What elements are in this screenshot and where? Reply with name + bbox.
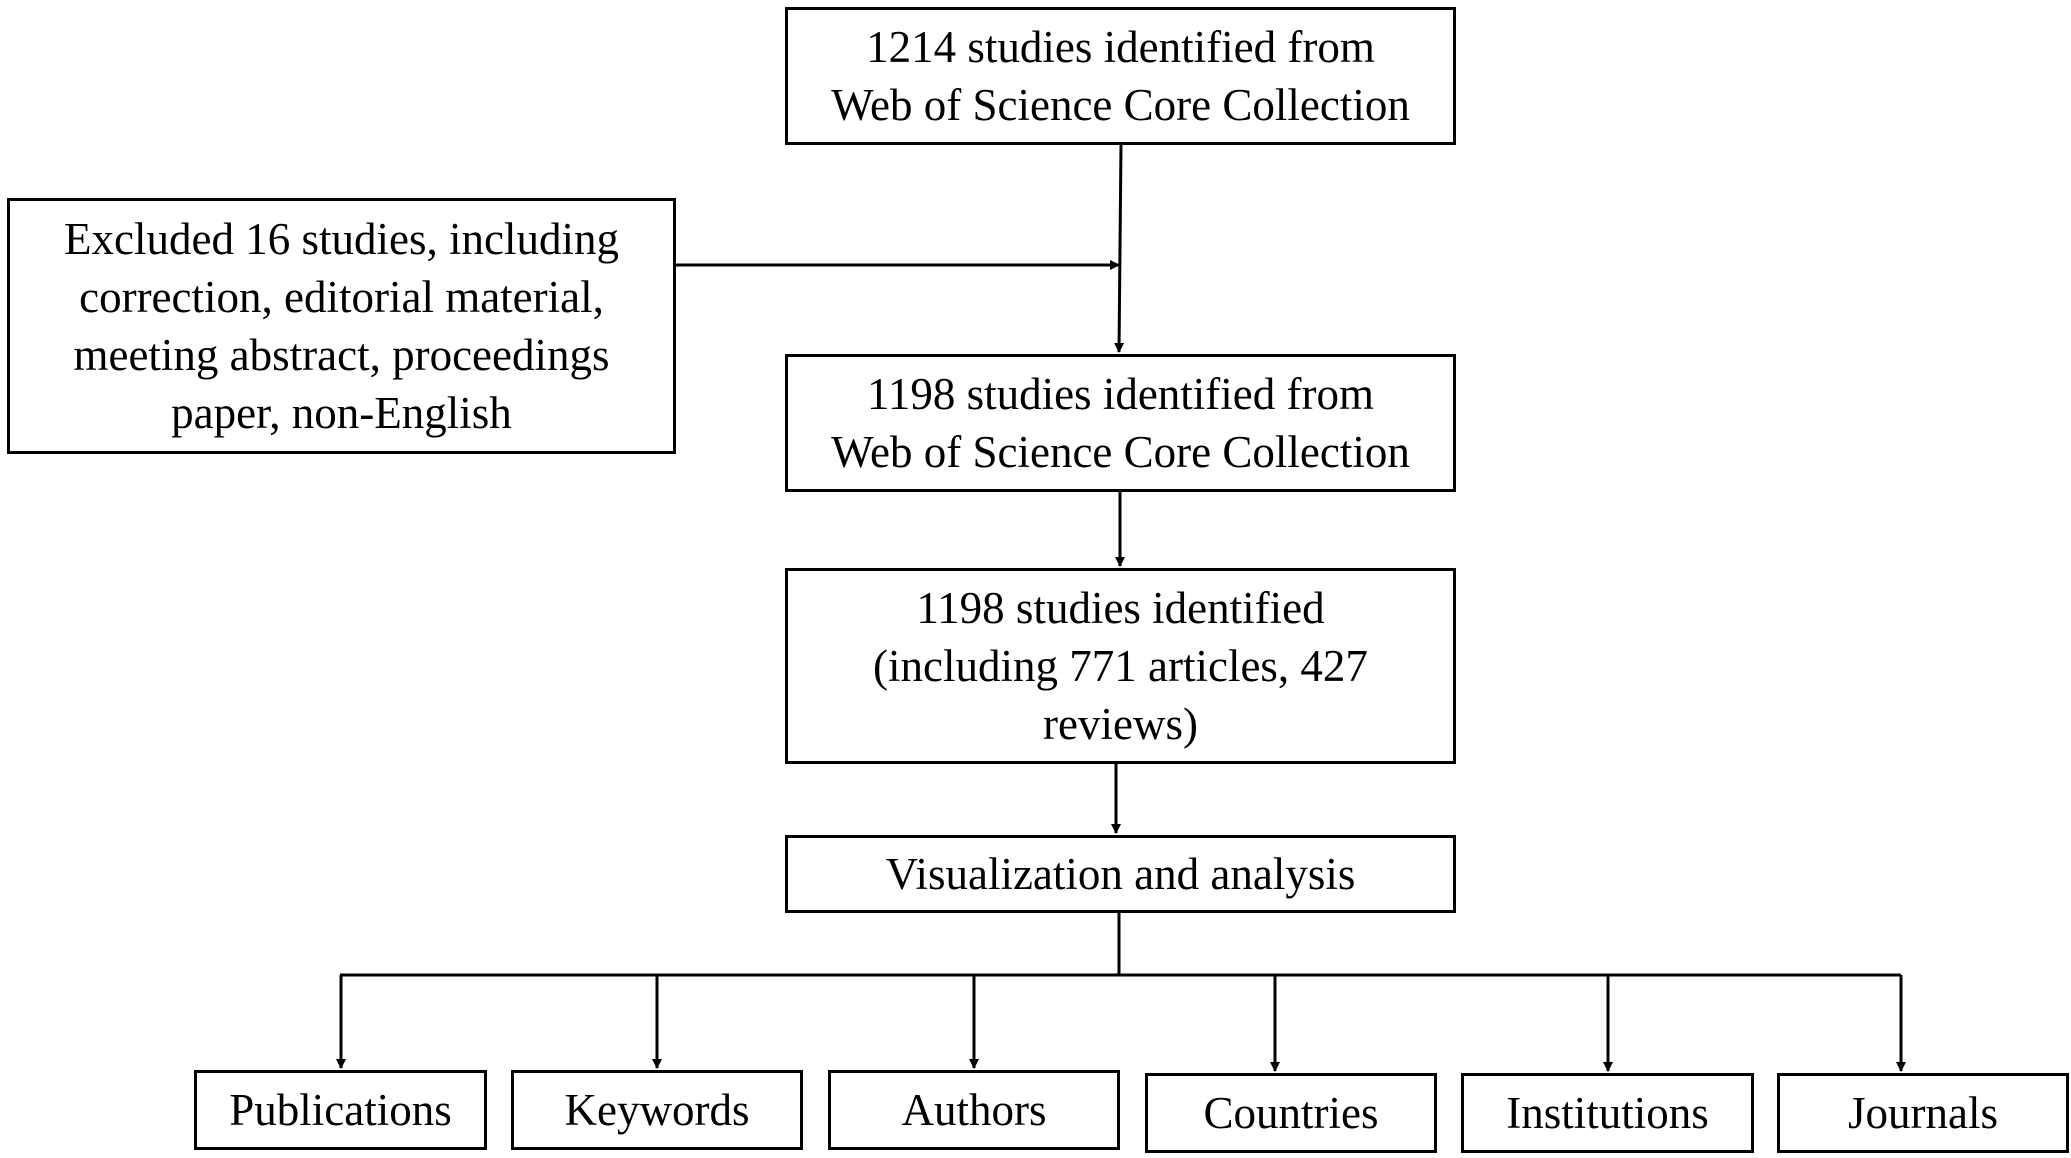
excluded-studies-box: Excluded 16 studies, including correctio… (7, 198, 676, 454)
output-label-journals: Journals (1848, 1088, 1998, 1138)
excluded-line-4: paper, non-English (171, 388, 512, 438)
output-label-keywords: Keywords (564, 1085, 750, 1135)
arrow-initial-to-after-exclusion (1114, 143, 1125, 353)
output-box-institutions: Institutions (1461, 1073, 1754, 1153)
output-label-publications: Publications (229, 1085, 452, 1135)
analysis-label: Visualization and analysis (885, 849, 1356, 899)
output-box-countries: Countries (1145, 1073, 1437, 1153)
after-exclusion-box: 1198 studies identified from Web of Scie… (785, 354, 1456, 492)
final-line-3: reviews) (1043, 699, 1198, 749)
output-label-authors: Authors (901, 1085, 1047, 1135)
initial-line-1: 1214 studies identified from (866, 22, 1375, 72)
analysis-box: Visualization and analysis (785, 835, 1456, 913)
output-label-institutions: Institutions (1506, 1088, 1709, 1138)
output-label-countries: Countries (1203, 1088, 1379, 1138)
initial-line-2: Web of Science Core Collection (831, 80, 1410, 130)
excluded-line-2: correction, editorial material, (79, 272, 604, 322)
final-line-1: 1198 studies identified (916, 583, 1325, 633)
after-exclusion-line-1: 1198 studies identified from (866, 369, 1374, 419)
output-box-keywords: Keywords (511, 1070, 803, 1150)
excluded-line-1: Excluded 16 studies, including (64, 214, 619, 264)
output-box-publications: Publications (194, 1070, 487, 1150)
output-box-authors: Authors (828, 1070, 1120, 1150)
final-studies-box: 1198 studies identified (including 771 a… (785, 568, 1456, 764)
final-line-2: (including 771 articles, 427 (873, 641, 1368, 691)
after-exclusion-line-2: Web of Science Core Collection (831, 427, 1410, 477)
initial-studies-box: 1214 studies identified from Web of Scie… (785, 7, 1456, 145)
excluded-line-3: meeting abstract, proceedings (73, 330, 610, 380)
output-box-journals: Journals (1777, 1073, 2069, 1153)
